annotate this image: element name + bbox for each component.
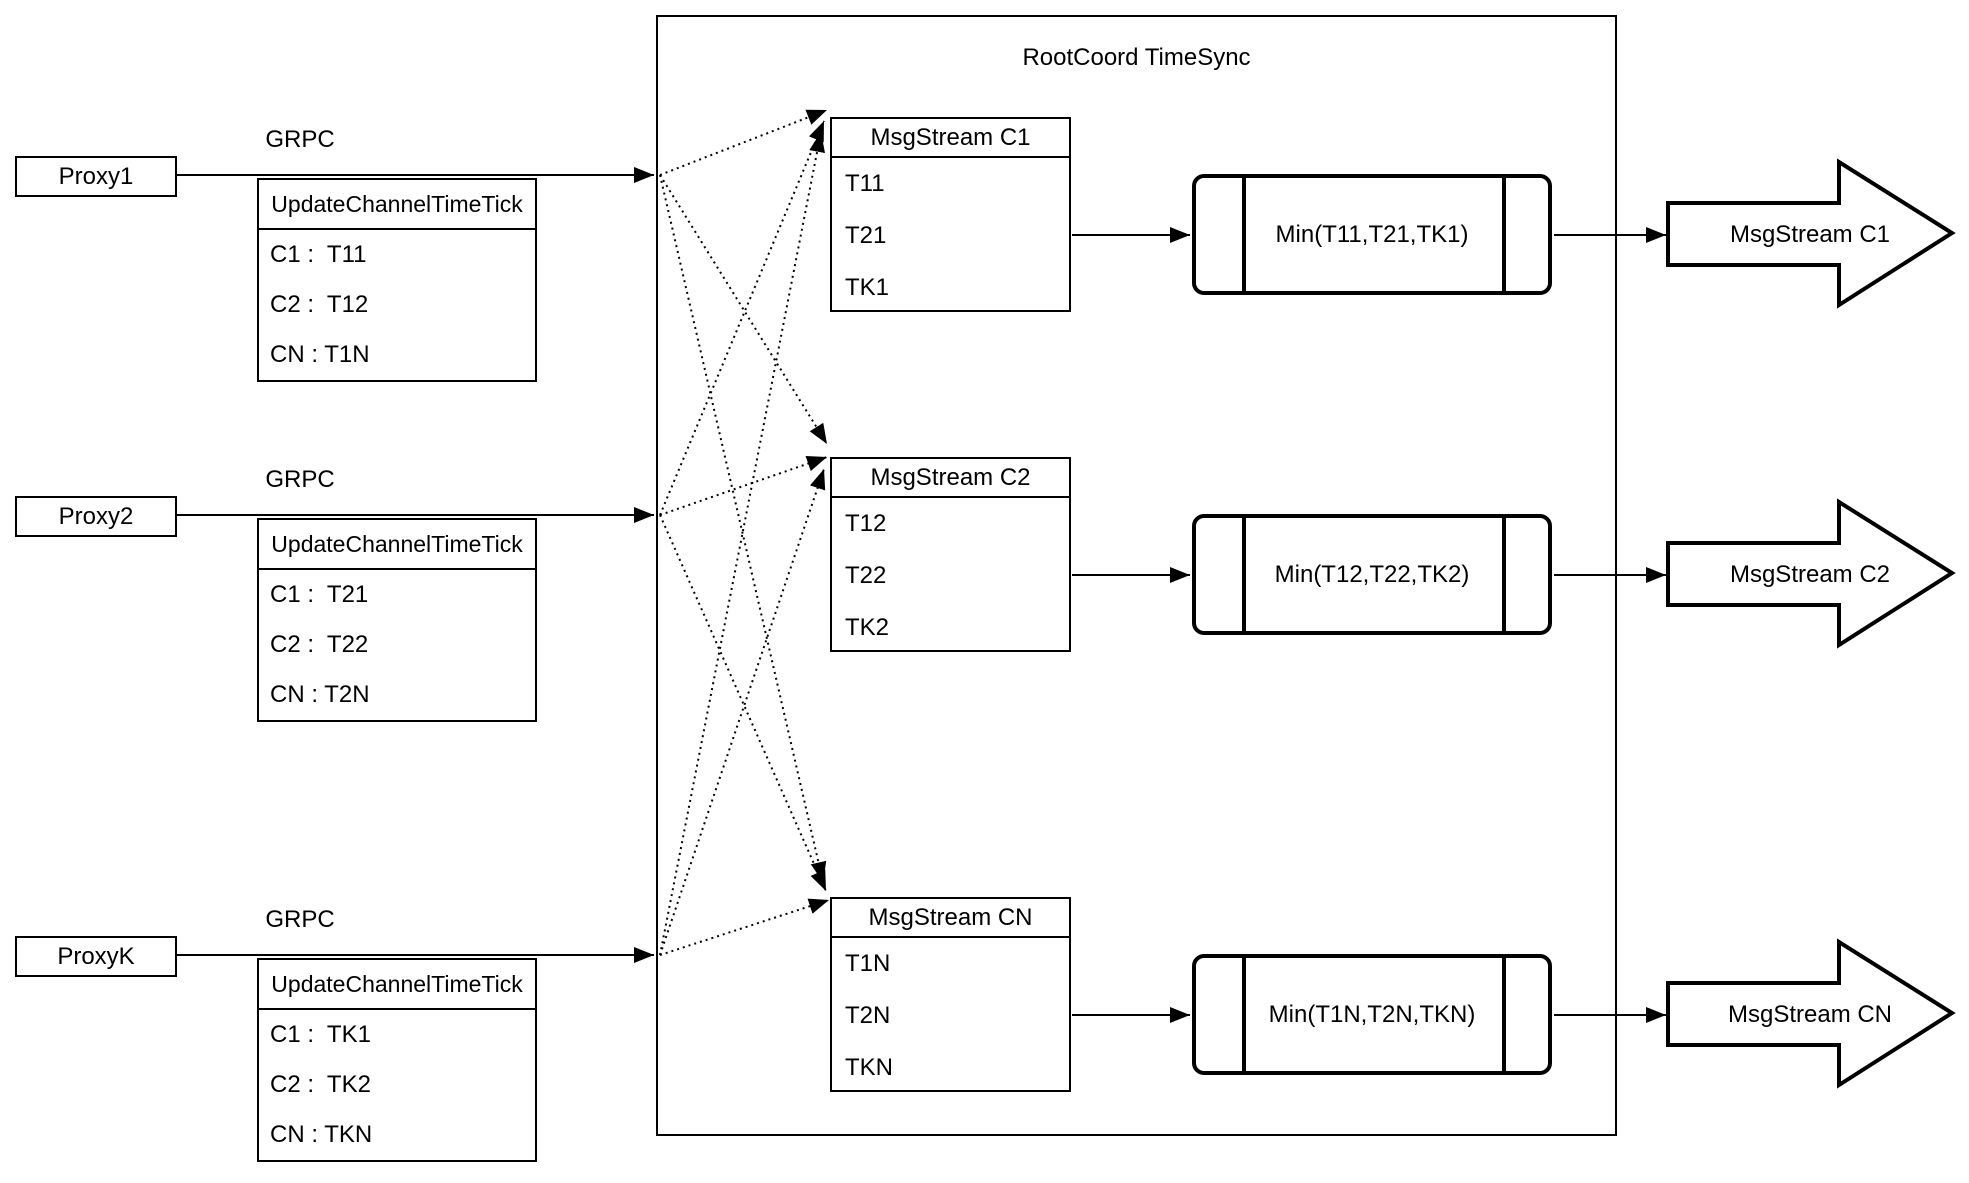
output-arrow-label-1: MsgStream C1 [1729,221,1891,248]
min-label: Min(T1N,T2N,TKN) [1268,1000,1476,1028]
grpc-label-2: GRPC [265,466,335,493]
msgstream-table-header: MsgStream C1 [832,119,1069,158]
output-block-arrow-row3 [1666,938,1956,1089]
grpc-label-1: GRPC [265,126,335,153]
msgstream-table-row: TKN [845,1054,893,1081]
update-table-header: UpdateChannelTimeTick [259,180,535,230]
msgstream-table-row: T21 [845,222,887,249]
msgstream-table-row: TK1 [845,274,890,301]
output-block-arrow-row2 [1666,498,1956,649]
msgstream-table-row: T2N [845,1002,891,1029]
output-arrow-label-3: MsgStream CN [1727,1001,1893,1028]
msgstream-table-row: TK2 [845,614,890,641]
update-table-row: C1 : TK1 [270,1021,371,1048]
min-box-left-divider [1242,518,1246,631]
msgstream-table-cn: MsgStream CN T1N T2N TKN [830,897,1071,1092]
min-box-right-divider [1502,518,1506,631]
fanout-arrow-p1-cn [659,174,827,883]
msgstream-table-header: MsgStream C2 [832,459,1069,498]
update-timetick-table-2: UpdateChannelTimeTick C1 : T21 C2 : T22 … [257,518,537,722]
proxy-box-k: ProxyK [15,936,177,977]
output-arrow-label-2: MsgStream C2 [1729,561,1891,588]
msgstream-table-row: T12 [845,510,887,537]
msgstream-table-header: MsgStream CN [832,899,1069,938]
min-process-box-1: Min(T11,T21,TK1) [1192,174,1552,295]
update-table-header: UpdateChannelTimeTick [259,960,535,1010]
msgstream-table-row: T22 [845,562,887,589]
update-table-row: C1 : T21 [270,581,369,608]
fanout-arrow-p2-c1 [659,120,825,516]
min-process-box-2: Min(T12,T22,TK2) [1192,514,1552,635]
update-table-row: CN : TKN [270,1121,373,1148]
min-box-right-divider [1502,178,1506,291]
msgstream-table-c2: MsgStream C2 T12 T22 TK2 [830,457,1071,652]
min-label: Min(T12,T22,TK2) [1274,560,1470,588]
msgstream-table-row: T11 [845,170,885,197]
min-process-box-3: Min(T1N,T2N,TKN) [1192,954,1552,1075]
update-table-row: CN : T1N [270,341,370,368]
update-timetick-table-3: UpdateChannelTimeTick C1 : TK1 C2 : TK2 … [257,958,537,1162]
proxy-box-2: Proxy2 [15,496,177,537]
update-timetick-table-1: UpdateChannelTimeTick C1 : T11 C2 : T12 … [257,178,537,382]
fanout-arrow-p3-c2 [659,468,826,956]
min-box-left-divider [1242,178,1246,291]
min-box-left-divider [1242,958,1246,1071]
output-block-arrow-row1 [1666,158,1956,309]
rootcoord-timesync-box [656,15,1617,1136]
min-label: Min(T11,T21,TK1) [1275,220,1469,248]
update-table-row: C2 : T22 [270,631,369,658]
proxy-box-1: Proxy1 [15,156,177,197]
update-table-row: C2 : TK2 [270,1071,371,1098]
update-table-row: C1 : T11 [270,241,367,268]
fanout-arrow-p2-cn [659,514,827,892]
grpc-label-3: GRPC [265,906,335,933]
update-table-row: C2 : T12 [270,291,369,318]
update-table-row: CN : T2N [270,681,370,708]
fanout-arrow-p3-c1 [659,131,826,956]
rootcoord-timesync-title: RootCoord TimeSync [1022,44,1251,71]
msgstream-table-c1: MsgStream C1 T11 T21 TK1 [830,117,1071,312]
update-table-header: UpdateChannelTimeTick [259,520,535,570]
msgstream-table-row: T1N [845,950,891,977]
min-box-right-divider [1502,958,1506,1071]
